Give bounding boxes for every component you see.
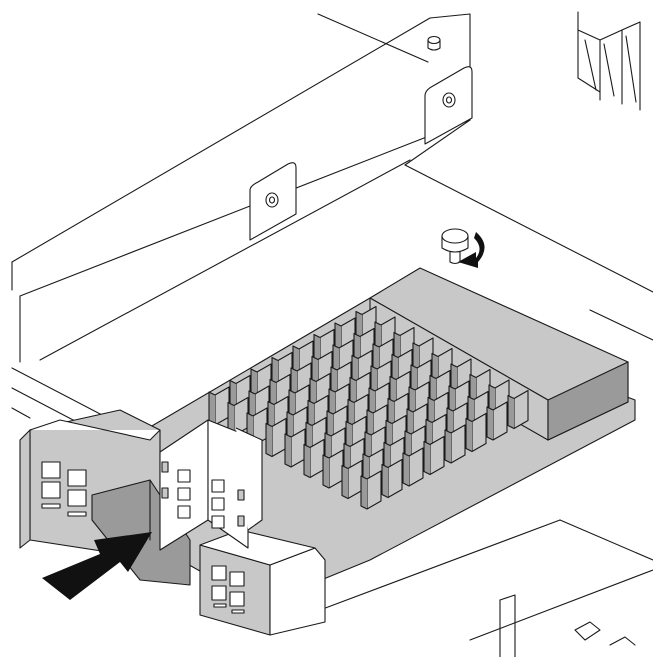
memory-module-side bbox=[322, 454, 330, 489]
memory-module-side bbox=[423, 440, 431, 475]
thumbscrew[interactable] bbox=[441, 228, 469, 265]
lower-connector-block bbox=[199, 529, 326, 636]
memory-module-side bbox=[381, 463, 389, 498]
retaining-bracket[interactable] bbox=[159, 419, 263, 551]
memory-module-side bbox=[486, 406, 494, 441]
rear-wall-bracket-right bbox=[424, 66, 473, 145]
rear-wall-standoff bbox=[427, 35, 441, 51]
memory-module-side bbox=[284, 433, 292, 468]
memory-module-side bbox=[402, 452, 410, 487]
chassis-frame bbox=[11, 11, 653, 657]
memory-module-grid bbox=[208, 305, 529, 510]
memory-module-side bbox=[208, 391, 216, 426]
memory-module-side bbox=[444, 429, 452, 464]
insert-direction-arrow-icon bbox=[42, 532, 152, 600]
rear-wall-bracket-left bbox=[249, 162, 297, 241]
memory-module-side bbox=[265, 422, 273, 457]
memory-module-side bbox=[303, 443, 311, 478]
memory-module-side bbox=[360, 475, 368, 510]
memory-module-side bbox=[507, 394, 515, 429]
memory-module-side bbox=[465, 417, 473, 452]
memory-module-side bbox=[341, 464, 349, 499]
rotate-clockwise-arrow-icon bbox=[458, 232, 485, 268]
